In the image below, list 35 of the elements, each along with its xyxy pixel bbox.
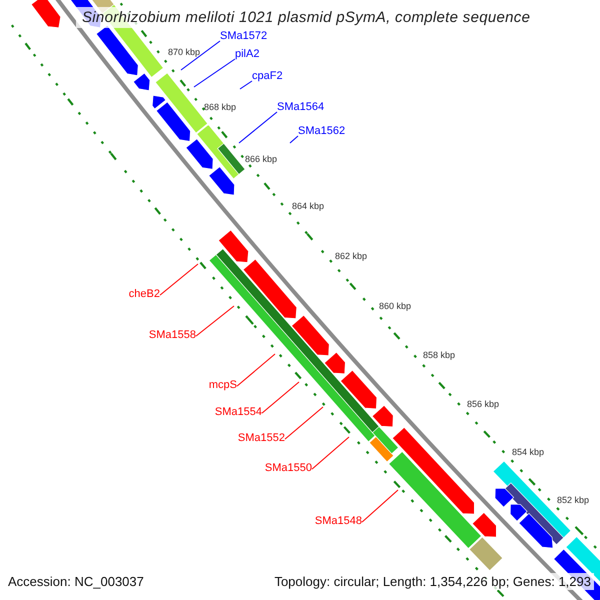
leader-line bbox=[262, 382, 300, 414]
gene-label: cheB2 bbox=[128, 288, 160, 301]
leader-line bbox=[284, 406, 324, 440]
leader-line bbox=[240, 80, 252, 90]
scale-label: 866 kbp bbox=[245, 154, 278, 165]
gene-label: SMa1548 bbox=[314, 515, 362, 528]
gene-label: mcpS bbox=[208, 379, 237, 392]
gene-label: SMa1550 bbox=[264, 462, 312, 475]
gene-label: SMa1552 bbox=[238, 432, 285, 445]
gene-label: SMa1554 bbox=[214, 406, 262, 419]
leader-line bbox=[196, 306, 234, 337]
gene-label: SMa1572 bbox=[220, 30, 268, 43]
gene-label: SMa1558 bbox=[148, 329, 196, 342]
scale-label: 864 kbp bbox=[292, 201, 324, 212]
leader-line bbox=[290, 136, 298, 144]
accession-note: Accession: NC_003037 bbox=[8, 573, 144, 590]
leader-line bbox=[180, 40, 220, 70]
scale-label: 856 kbp bbox=[467, 399, 500, 410]
scale-label: 860 kbp bbox=[379, 301, 412, 312]
leader-line bbox=[160, 264, 198, 296]
leader-line bbox=[238, 112, 278, 144]
scale-label: 852 kbp bbox=[557, 495, 590, 506]
leader-line bbox=[312, 436, 350, 470]
leader-line bbox=[194, 58, 236, 88]
gene-label: SMa1564 bbox=[277, 101, 324, 114]
scale-label: 858 kbp bbox=[423, 350, 456, 361]
scale-label: 870 kbp bbox=[168, 47, 200, 58]
gene-label: SMa1562 bbox=[298, 125, 346, 138]
gene-label: cpaF2 bbox=[252, 70, 283, 83]
scale-label: 862 kbp bbox=[335, 251, 368, 262]
leader-line bbox=[236, 354, 276, 387]
scale-label: 868 kbp bbox=[204, 102, 236, 113]
scale-label: 854 kbp bbox=[512, 447, 544, 458]
leader-line bbox=[362, 490, 398, 523]
gene-label: pilA2 bbox=[235, 48, 260, 61]
